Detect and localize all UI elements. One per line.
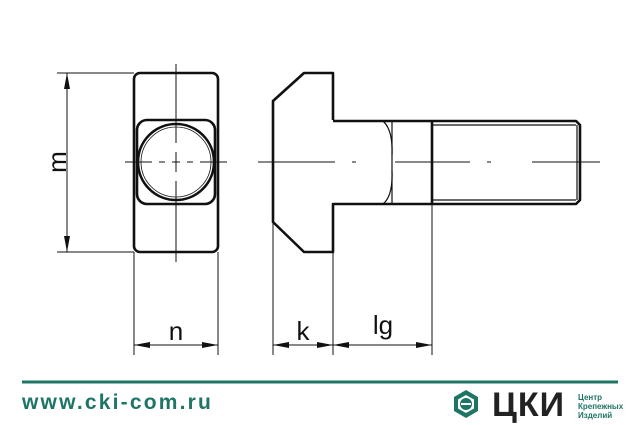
- brand-subtitle-line: Изделий: [578, 411, 613, 420]
- extension-lines: [57, 72, 433, 355]
- dimension-arrows: [64, 73, 432, 348]
- brand-logo-text: ЦКИ: [492, 386, 566, 424]
- dim-label-n: n: [169, 316, 183, 346]
- dim-label-lg: lg: [373, 310, 393, 340]
- brand-subtitle-line: Крепежных: [578, 402, 624, 411]
- dim-label-m: m: [42, 151, 72, 173]
- dim-label-k: k: [297, 316, 311, 346]
- brand-subtitle-line: Центр: [578, 393, 603, 402]
- website-url[interactable]: www.cki-com.ru: [22, 391, 214, 414]
- centerlines: [125, 64, 600, 262]
- dimension-lines: [66, 73, 432, 346]
- logo-hexagon-icon: [454, 390, 478, 418]
- brand-subtitle: Центр Крепежных Изделий: [578, 393, 623, 420]
- neck-curve: [382, 120, 393, 205]
